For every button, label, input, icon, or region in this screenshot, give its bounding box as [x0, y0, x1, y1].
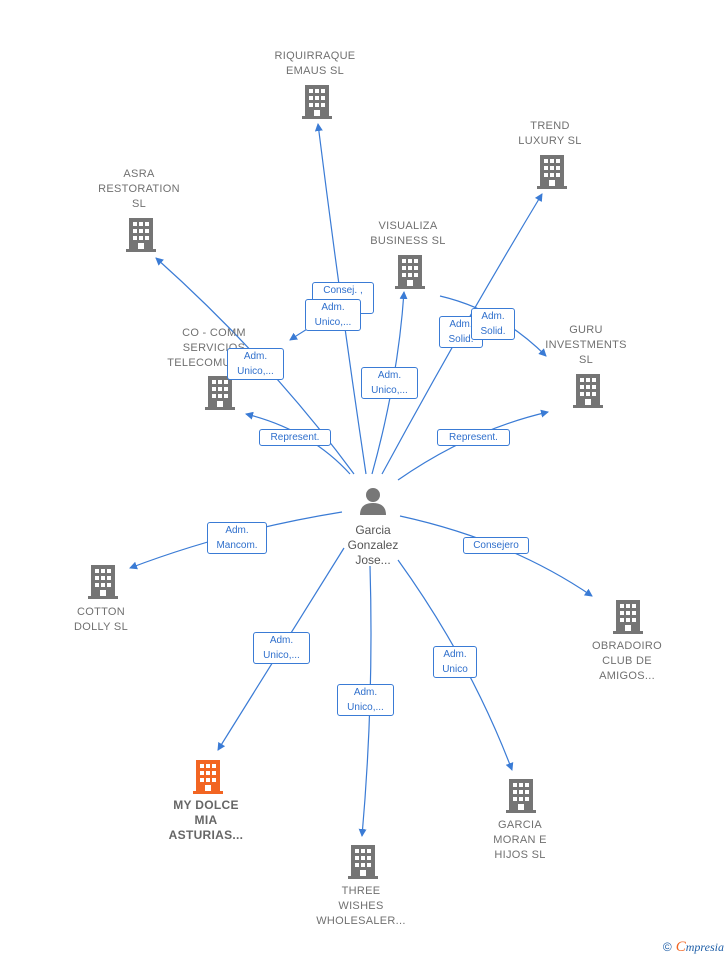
relation-label[interactable]: Consejero [463, 537, 529, 554]
company-label-riquirraque[interactable]: RIQUIRRAQUE EMAUS SL [274, 50, 356, 77]
relation-label[interactable]: Adm. Unico,... [361, 367, 418, 399]
building-icon[interactable] [205, 376, 235, 415]
building-icon[interactable] [193, 760, 223, 799]
building-icon[interactable] [126, 218, 156, 257]
relation-label[interactable]: Adm. Unico,... [253, 632, 310, 664]
relation-label[interactable]: Adm. Unico,... [337, 684, 394, 716]
edge-obradoiro [399, 515, 593, 597]
riquirraque-building-icon [302, 85, 332, 119]
company-label-garcia[interactable]: GARCIA MORAN E HIJOS SL [493, 819, 547, 861]
building-icon[interactable] [613, 600, 643, 639]
building-icon[interactable] [506, 779, 536, 818]
relation-label[interactable]: Represent. [437, 429, 510, 446]
brand-name: mpresia [685, 940, 724, 954]
company-label-trend[interactable]: TREND LUXURY SL [518, 120, 582, 147]
brand-initial: C [675, 939, 686, 955]
relation-label[interactable]: Adm. Unico,... [305, 299, 361, 331]
building-icon[interactable] [573, 374, 603, 413]
company-label-obradoiro[interactable]: OBRADOIRO CLUB DE AMIGOS... [592, 640, 662, 682]
edge-guru-2 [397, 409, 549, 481]
person-name[interactable]: Garcia Gonzalez Jose... [347, 523, 399, 567]
relation-label[interactable]: Adm. Solid. [471, 308, 515, 340]
company-label-asra[interactable]: ASRA RESTORATION SL [98, 168, 180, 210]
company-label-dolce[interactable]: MY DOLCE MIA ASTURIAS... [168, 798, 244, 842]
building-icon[interactable] [302, 85, 332, 124]
footer-brand[interactable]: ©Cmpresia [663, 939, 724, 956]
copyright-icon: © [662, 940, 672, 954]
building-icon[interactable] [348, 845, 378, 884]
relation-label[interactable]: Adm. Unico [433, 646, 477, 678]
relation-label[interactable]: Adm. Unico,... [227, 348, 284, 380]
person-icon[interactable] [358, 486, 388, 521]
company-label-guru[interactable]: GURU INVESTMENTS SL [545, 324, 627, 366]
company-label-visualiza[interactable]: VISUALIZA BUSINESS SL [370, 220, 446, 247]
company-label-three[interactable]: THREE WISHES WHOLESALER... [316, 885, 406, 927]
building-icon[interactable] [395, 255, 425, 294]
relation-label[interactable]: Adm. Mancom. [207, 522, 267, 554]
building-icon[interactable] [537, 155, 567, 194]
relation-label[interactable]: Represent. [259, 429, 331, 446]
company-label-cotton[interactable]: COTTON DOLLY SL [74, 606, 128, 633]
building-icon[interactable] [88, 565, 118, 604]
